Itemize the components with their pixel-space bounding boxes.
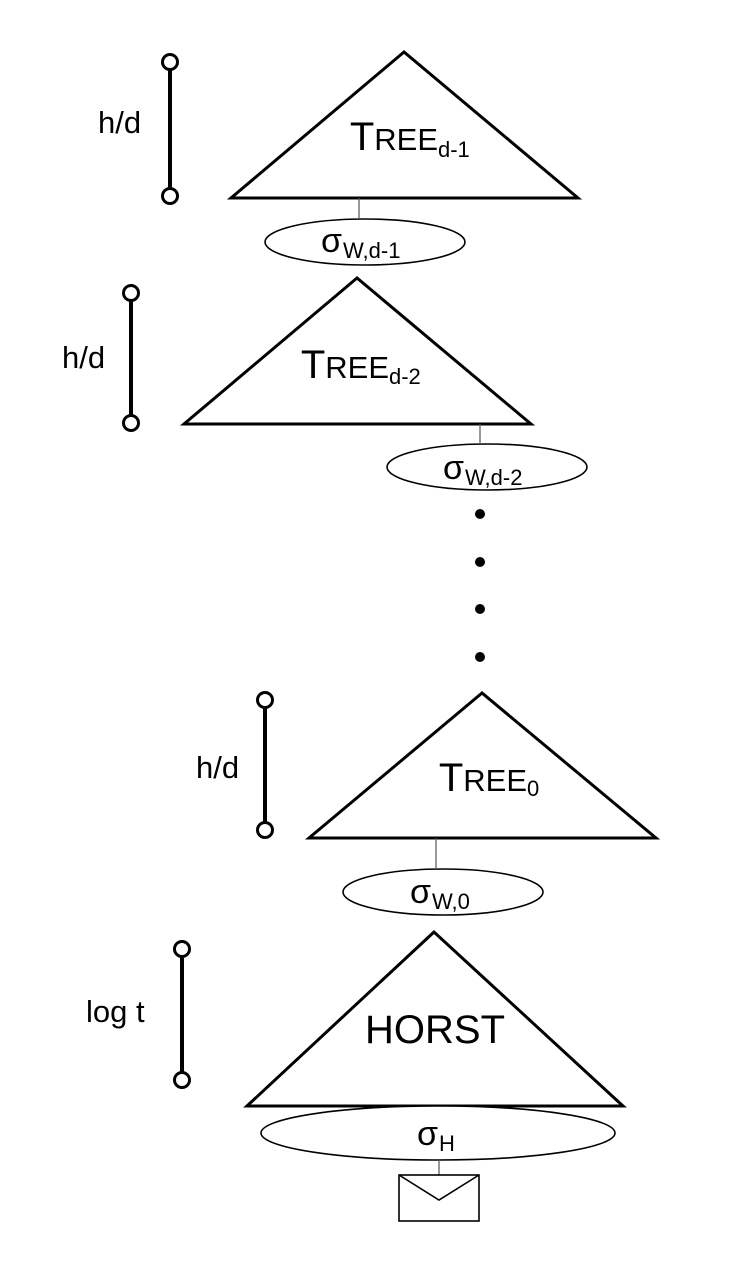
signature-w-d-1: σ W,d-1 [264,218,466,266]
signature-w-d-2: σ W,d-2 [386,443,588,491]
vertical-ellipsis [475,509,485,662]
height-bar-horst: log t [86,940,191,1089]
tree-layer-d-1: TREE d-1 [226,50,583,200]
sigma-symbol: σ [417,1115,438,1153]
signature-subscript: W,d-2 [465,465,522,490]
height-label: h/d [196,750,239,785]
signature-subscript: W,d-1 [343,238,400,263]
horst-tree: HORST [243,929,627,1108]
envelope-icon [398,1174,480,1222]
signature-subscript: W,0 [432,889,470,914]
tree-label: TREE [439,756,527,800]
tree-layer-d-2: TREE d-2 [179,276,536,426]
tree-triangle [304,691,661,840]
height-label: log t [86,994,145,1029]
sigma-symbol: σ [321,222,342,260]
tree-subscript: d-2 [389,364,421,389]
sigma-symbol: σ [443,449,464,487]
sigma-symbol: σ [410,873,431,911]
tree-subscript: d-1 [438,137,470,162]
height-bar-0: h/d [196,691,274,839]
tree-layer-0: TREE 0 [304,691,661,840]
signature-subscript: H [439,1131,455,1156]
height-label: h/d [62,340,105,375]
horst-label: HORST [365,1008,505,1052]
tree-label: TREE [350,115,438,159]
signature-w-0: σ W,0 [342,868,544,916]
height-bar-d-1: h/d [98,53,179,205]
height-bar-d-2: h/d [62,284,140,432]
height-label: h/d [98,105,141,140]
tree-label: TREE [301,343,389,387]
signature-horst: σ H [260,1105,616,1161]
tree-triangle [226,50,583,200]
tree-triangle [179,276,536,426]
tree-subscript: 0 [527,776,539,801]
